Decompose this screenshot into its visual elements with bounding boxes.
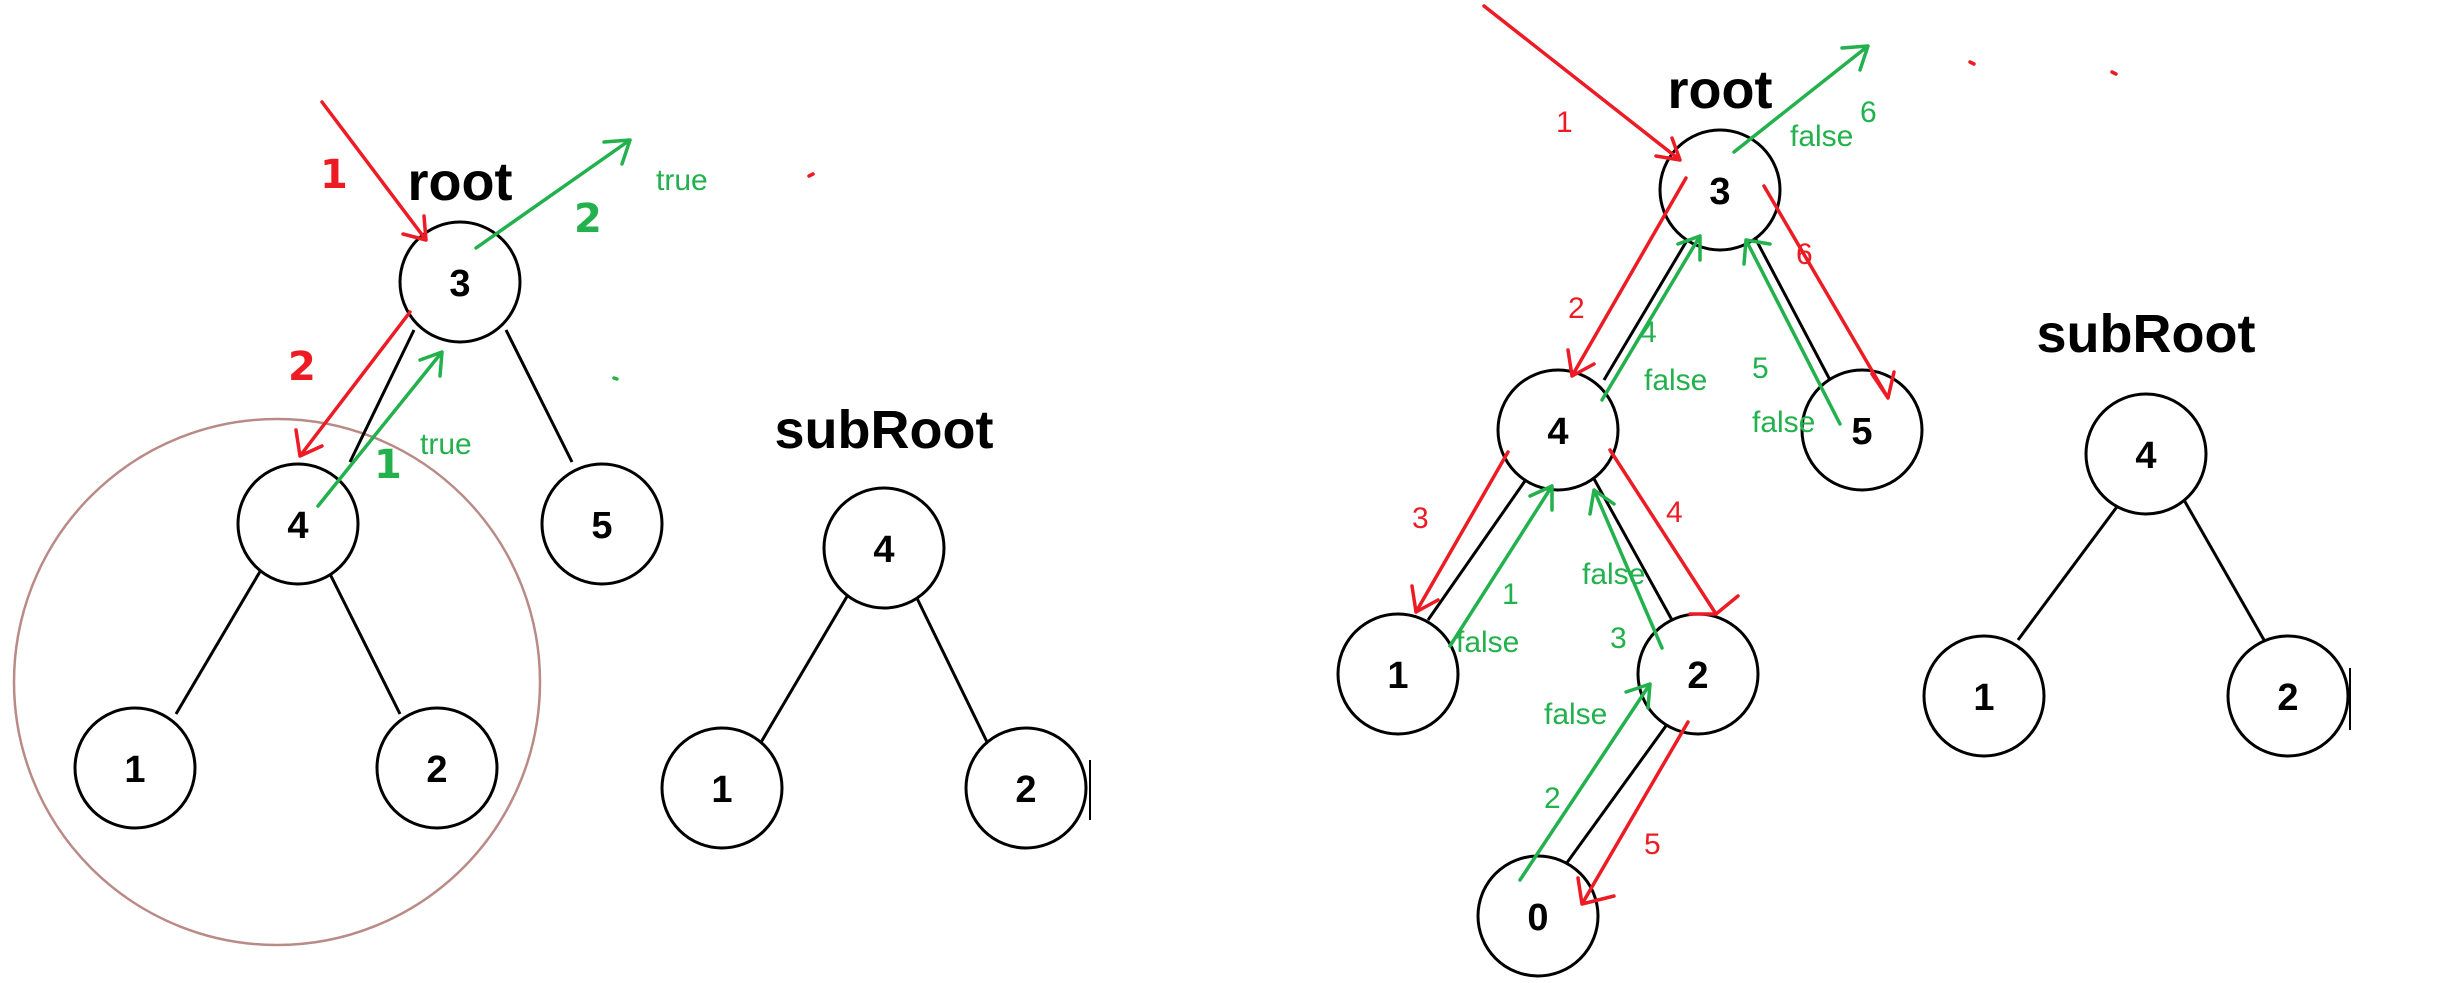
red-mark-small [807,172,815,178]
red-step-label: 6 [1796,238,1813,271]
green-step-label: 2 [574,196,602,242]
red-step-label: 2 [288,344,316,390]
left-diagram: 3 4 5 1 2 4 1 2 root subRoot [12,100,1091,947]
svg-text:4: 4 [287,505,308,547]
red-step-label: 4 [1666,496,1683,529]
result-label: false [1544,698,1607,731]
tree-node: 3 [398,220,522,344]
tree-node: 4 [2084,392,2208,516]
svg-text:4: 4 [873,529,894,571]
edge-3-5 [1750,231,1832,381]
green-mark-small [612,376,619,381]
green-arrow-root-out [1732,44,1870,154]
green-step-label: 3 [1610,622,1627,655]
green-step-label: 1 [1502,578,1519,611]
green-step-label: 6 [1860,96,1877,129]
edge-4-1 [1426,467,1536,621]
result-label: false [1790,120,1853,153]
svg-text:1: 1 [124,749,145,791]
edge-3-5 [504,329,574,463]
svg-text:3: 3 [449,263,470,305]
edge-4-2 [320,557,402,715]
green-step-label: 2 [1544,782,1561,815]
subroot-label: subRoot [2037,304,2256,364]
tree-node: 2 [375,706,499,830]
red-step-label: 5 [1644,828,1661,861]
green-arrow-4-to-3 [316,350,444,508]
tree-node: 1 [1336,612,1460,736]
subroot-label: subRoot [775,400,994,460]
red-step-label: 1 [1556,106,1573,139]
svg-text:4: 4 [1547,411,1568,453]
subtree-highlight-circle [12,417,542,947]
red-arrow-into-root [320,100,428,242]
green-arrow-0-to-2 [1518,682,1652,882]
tree-node: 4 [1496,368,1620,492]
edge-2-0 [1564,711,1678,865]
edge-3-4 [348,329,416,463]
red-mark-small [1968,60,2118,76]
svg-text:5: 5 [591,505,612,547]
svg-text:2: 2 [2277,677,2298,719]
edge-3-4 [1602,231,1694,381]
result-label: true [656,164,708,197]
result-label: true [420,428,472,461]
red-arrow-3-to-4 [1566,176,1688,378]
green-step-label: 4 [1640,316,1657,349]
tree-node: 0 [1476,854,1600,978]
right-diagram: 3 4 5 1 2 0 4 1 2 root subRoot [1336,4,2351,978]
red-arrow-4-to-1 [1410,450,1510,614]
tree-node: 2 [964,726,1088,850]
svg-text:2: 2 [426,749,447,791]
red-step-label: 1 [320,152,348,198]
tree-node: 5 [540,462,664,586]
red-arrow-into-root [1482,4,1682,162]
result-label: false [1456,626,1519,659]
green-arrow-4-to-3 [1600,234,1702,402]
svg-text:0: 0 [1527,897,1548,939]
result-label: false [1582,558,1645,591]
root-label: root [1668,60,1773,120]
tree-node: 1 [1922,634,2046,758]
red-step-label: 3 [1412,502,1429,535]
svg-text:4: 4 [2135,435,2156,477]
red-arrow-2-to-0 [1576,720,1690,906]
svg-text:1: 1 [1387,655,1408,697]
green-arrow-2-to-4 [1588,488,1664,650]
tree-node: 2 [2226,634,2350,758]
red-step-label: 2 [1568,292,1585,325]
green-arrow-5-to-3 [1742,238,1842,426]
svg-text:2: 2 [1015,769,1036,811]
svg-text:3: 3 [1709,171,1730,213]
svg-text:2: 2 [1687,655,1708,697]
tree-node: 3 [1658,128,1782,252]
green-step-label: 1 [374,442,402,488]
red-arrow-4-to-2 [1608,448,1740,616]
edge-s4-s2 [910,587,990,745]
svg-text:1: 1 [1973,677,1994,719]
svg-text:1: 1 [711,769,732,811]
tree-node: 4 [236,462,360,586]
red-arrow-3-to-4 [294,310,412,458]
tree-node: 5 [1800,368,1924,492]
edge-4-2 [1586,467,1674,621]
tree-node: 1 [73,706,197,830]
edge-s4-s1 [758,587,854,745]
green-arrow-root-out [474,138,632,250]
edge-s4-s1 [2016,499,2124,641]
svg-text:5: 5 [1851,411,1872,453]
result-label: false [1644,364,1707,397]
red-arrow-3-to-5 [1762,184,1896,400]
edge-s4-s2 [2182,499,2266,641]
tree-node: 4 [822,486,946,610]
tree-node: 1 [660,726,784,850]
edge-4-1 [174,557,270,715]
result-label: false [1752,406,1815,439]
root-label: root [408,152,513,212]
green-arrow-1-to-4 [1448,484,1554,648]
green-step-label: 5 [1752,352,1769,385]
